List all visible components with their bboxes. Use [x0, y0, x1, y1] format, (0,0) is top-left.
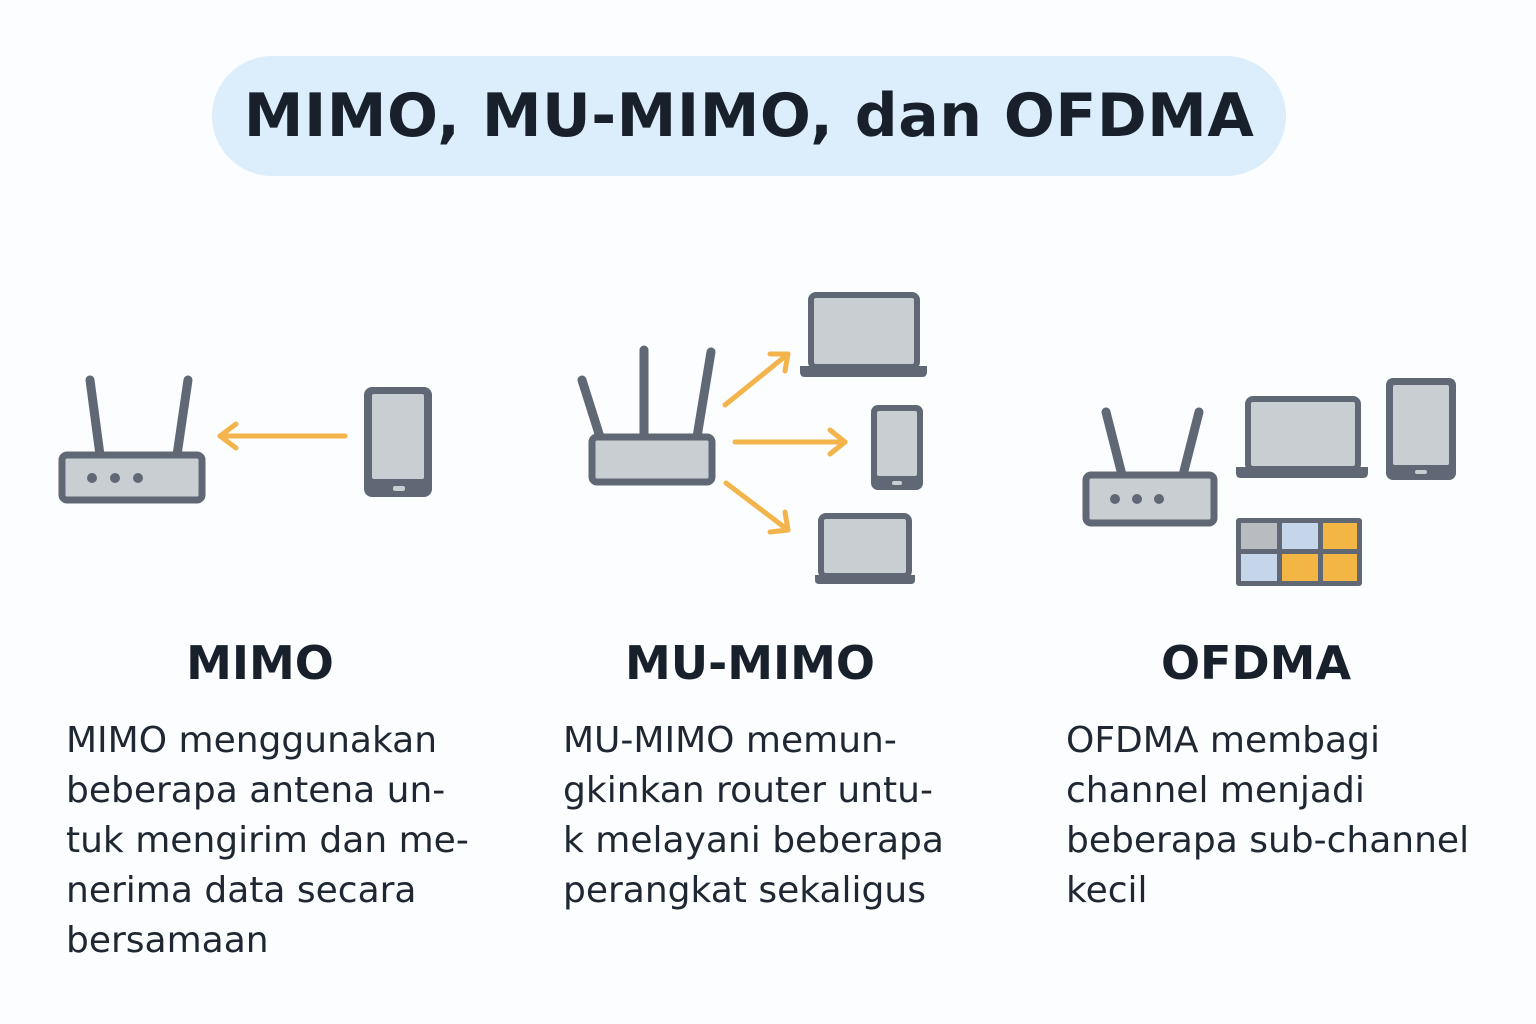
- ofdma-description-line: channel menjadi: [1066, 770, 1365, 811]
- mimo-description-line: beberapa antena un-: [66, 770, 446, 811]
- ofdma-router-icon: [1082, 407, 1218, 527]
- mimo-heading: MIMO: [186, 636, 334, 690]
- mumimo-laptop-bottom-icon: [815, 513, 915, 584]
- mumimo-description-line: gkinkan router untu-: [563, 770, 933, 811]
- ofdma-description: OFDMA membagi channel menjadi beberapa s…: [1066, 716, 1469, 916]
- mimo-smartphone-icon: [364, 387, 432, 497]
- mumimo-smartphone-icon: [871, 405, 923, 490]
- ofdma-heading: OFDMA: [1160, 636, 1352, 690]
- ofdma-description-line: beberapa sub-channel: [1066, 820, 1470, 861]
- mimo-description-line: nerima data secara: [66, 870, 417, 911]
- mumimo-description-line: k melayani beberapa: [563, 820, 944, 861]
- page-title: MIMO, MU-MIMO, dan OFDMA: [243, 81, 1255, 151]
- mimo-description-line: MIMO menggunakan: [66, 720, 438, 761]
- ofdma-description-line: kecil: [1066, 870, 1148, 911]
- mumimo-description: MU-MIMO memun- gkinkan router untu- k me…: [563, 716, 944, 916]
- mumimo-arrow-up-icon: [722, 351, 791, 408]
- mimo-description-line: bersamaan: [66, 920, 269, 961]
- mumimo-arrow-right-icon: [732, 427, 848, 457]
- mimo-arrow-left-icon: [217, 421, 348, 451]
- mimo-description-line: tuk mengirim dan me-: [66, 820, 469, 861]
- mumimo-router-icon: [577, 345, 716, 486]
- ofdma-tablet-icon: [1386, 378, 1456, 480]
- ofdma-description-line: OFDMA membagi: [1066, 720, 1380, 761]
- title-banner: MIMO, MU-MIMO, dan OFDMA: [212, 56, 1286, 176]
- mumimo-description-line: MU-MIMO memun-: [563, 720, 897, 761]
- ofdma-laptop-icon: [1236, 396, 1368, 478]
- mimo-description: MIMO menggunakan beberapa antena un- tuk…: [66, 716, 469, 966]
- mumimo-description-line: perangkat sekaligus: [563, 870, 926, 911]
- mumimo-arrow-down-icon: [723, 480, 791, 535]
- mumimo-heading: MU-MIMO: [625, 636, 875, 690]
- mimo-router-icon: [58, 375, 206, 504]
- ofdma-subchannel-grid-icon: [1236, 518, 1362, 586]
- mumimo-laptop-top-icon: [800, 292, 927, 377]
